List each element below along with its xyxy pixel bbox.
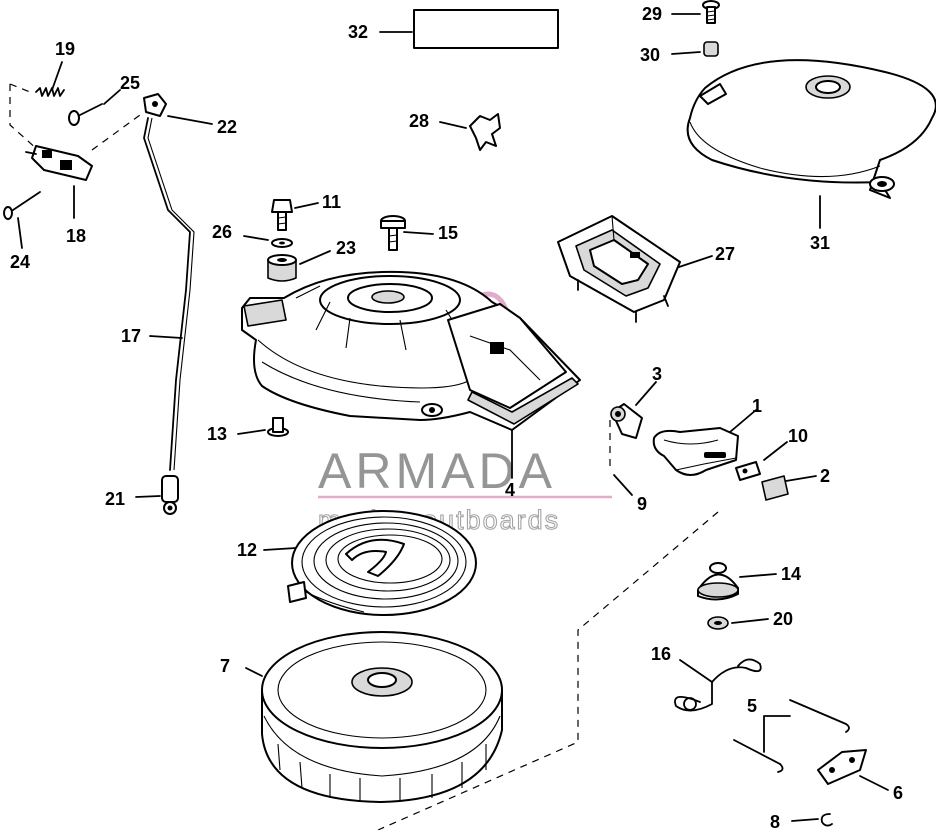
callout-19: 19 — [55, 39, 75, 59]
callout-labels: 1 2 3 4 5 6 7 8 9 10 11 12 13 14 15 16 1… — [10, 4, 903, 830]
part-10-insert — [735, 461, 761, 481]
part-18-switch — [25, 145, 93, 181]
part-12-recoil-spring — [287, 510, 477, 616]
callout-1: 1 — [752, 396, 762, 416]
leader-lines — [17, 13, 889, 822]
part-26-washer — [271, 238, 293, 248]
callout-6: 6 — [893, 783, 903, 803]
part-13-screw — [267, 417, 289, 437]
callout-9: 9 — [637, 494, 647, 514]
part-22-clamp — [143, 93, 167, 117]
callout-18: 18 — [66, 226, 86, 246]
part-16-pawl-spring — [674, 658, 762, 712]
callout-32: 32 — [348, 22, 368, 42]
callout-16: 16 — [651, 644, 671, 664]
part-6-pawl — [817, 749, 867, 785]
callout-11: 11 — [322, 192, 341, 212]
part-21-rod-end — [161, 475, 179, 515]
part-20-nut — [707, 616, 729, 630]
callout-29: 29 — [642, 4, 662, 24]
part-5-pawls — [733, 699, 850, 773]
part-27-rope-guide — [557, 215, 681, 323]
callout-25: 25 — [120, 73, 140, 93]
callout-26: 26 — [212, 222, 232, 242]
callout-13: 13 — [207, 424, 227, 444]
part-15-screw — [380, 215, 406, 251]
callout-7: 7 — [220, 656, 230, 676]
part-31-cover — [686, 59, 936, 199]
part-28-clip — [469, 113, 501, 151]
part-3-retainer — [610, 403, 643, 439]
callout-8: 8 — [770, 812, 780, 830]
callout-10: 10 — [788, 426, 808, 446]
part-7-pulley — [261, 631, 503, 803]
part-14-cam — [697, 562, 739, 601]
part-11-screw — [271, 199, 293, 231]
part-24-screw — [3, 191, 41, 220]
part-32-decal — [413, 9, 559, 49]
callout-4: 4 — [505, 480, 515, 500]
callout-24: 24 — [10, 252, 30, 272]
callout-21: 21 — [105, 489, 125, 509]
part-1-handle — [652, 427, 739, 476]
callout-14: 14 — [781, 564, 801, 584]
part-29-screw — [702, 0, 720, 24]
callout-2: 2 — [820, 466, 830, 486]
part-23-bushing — [267, 254, 297, 282]
callout-12: 12 — [237, 540, 257, 560]
part-17-link-rod — [143, 117, 195, 471]
watermark-brand: ARMADA — [318, 443, 556, 499]
callout-30: 30 — [640, 45, 660, 65]
assembly-guide-lines — [9, 83, 719, 830]
callout-27: 27 — [715, 244, 735, 264]
part-25-pin — [68, 103, 103, 126]
callout-3: 3 — [652, 364, 662, 384]
callout-5: 5 — [747, 696, 757, 716]
part-19-spring — [35, 87, 65, 97]
part-30-grommet — [703, 41, 719, 57]
callout-15: 15 — [438, 223, 458, 243]
callout-22: 22 — [217, 117, 237, 137]
part-4-starter-housing — [241, 270, 581, 431]
part-2-anchor — [761, 475, 789, 501]
callout-31: 31 — [810, 233, 830, 253]
callout-20: 20 — [773, 609, 793, 629]
part-8-clip — [820, 813, 833, 827]
callout-17: 17 — [121, 326, 141, 346]
callout-23: 23 — [336, 238, 356, 258]
callout-28: 28 — [409, 111, 429, 131]
